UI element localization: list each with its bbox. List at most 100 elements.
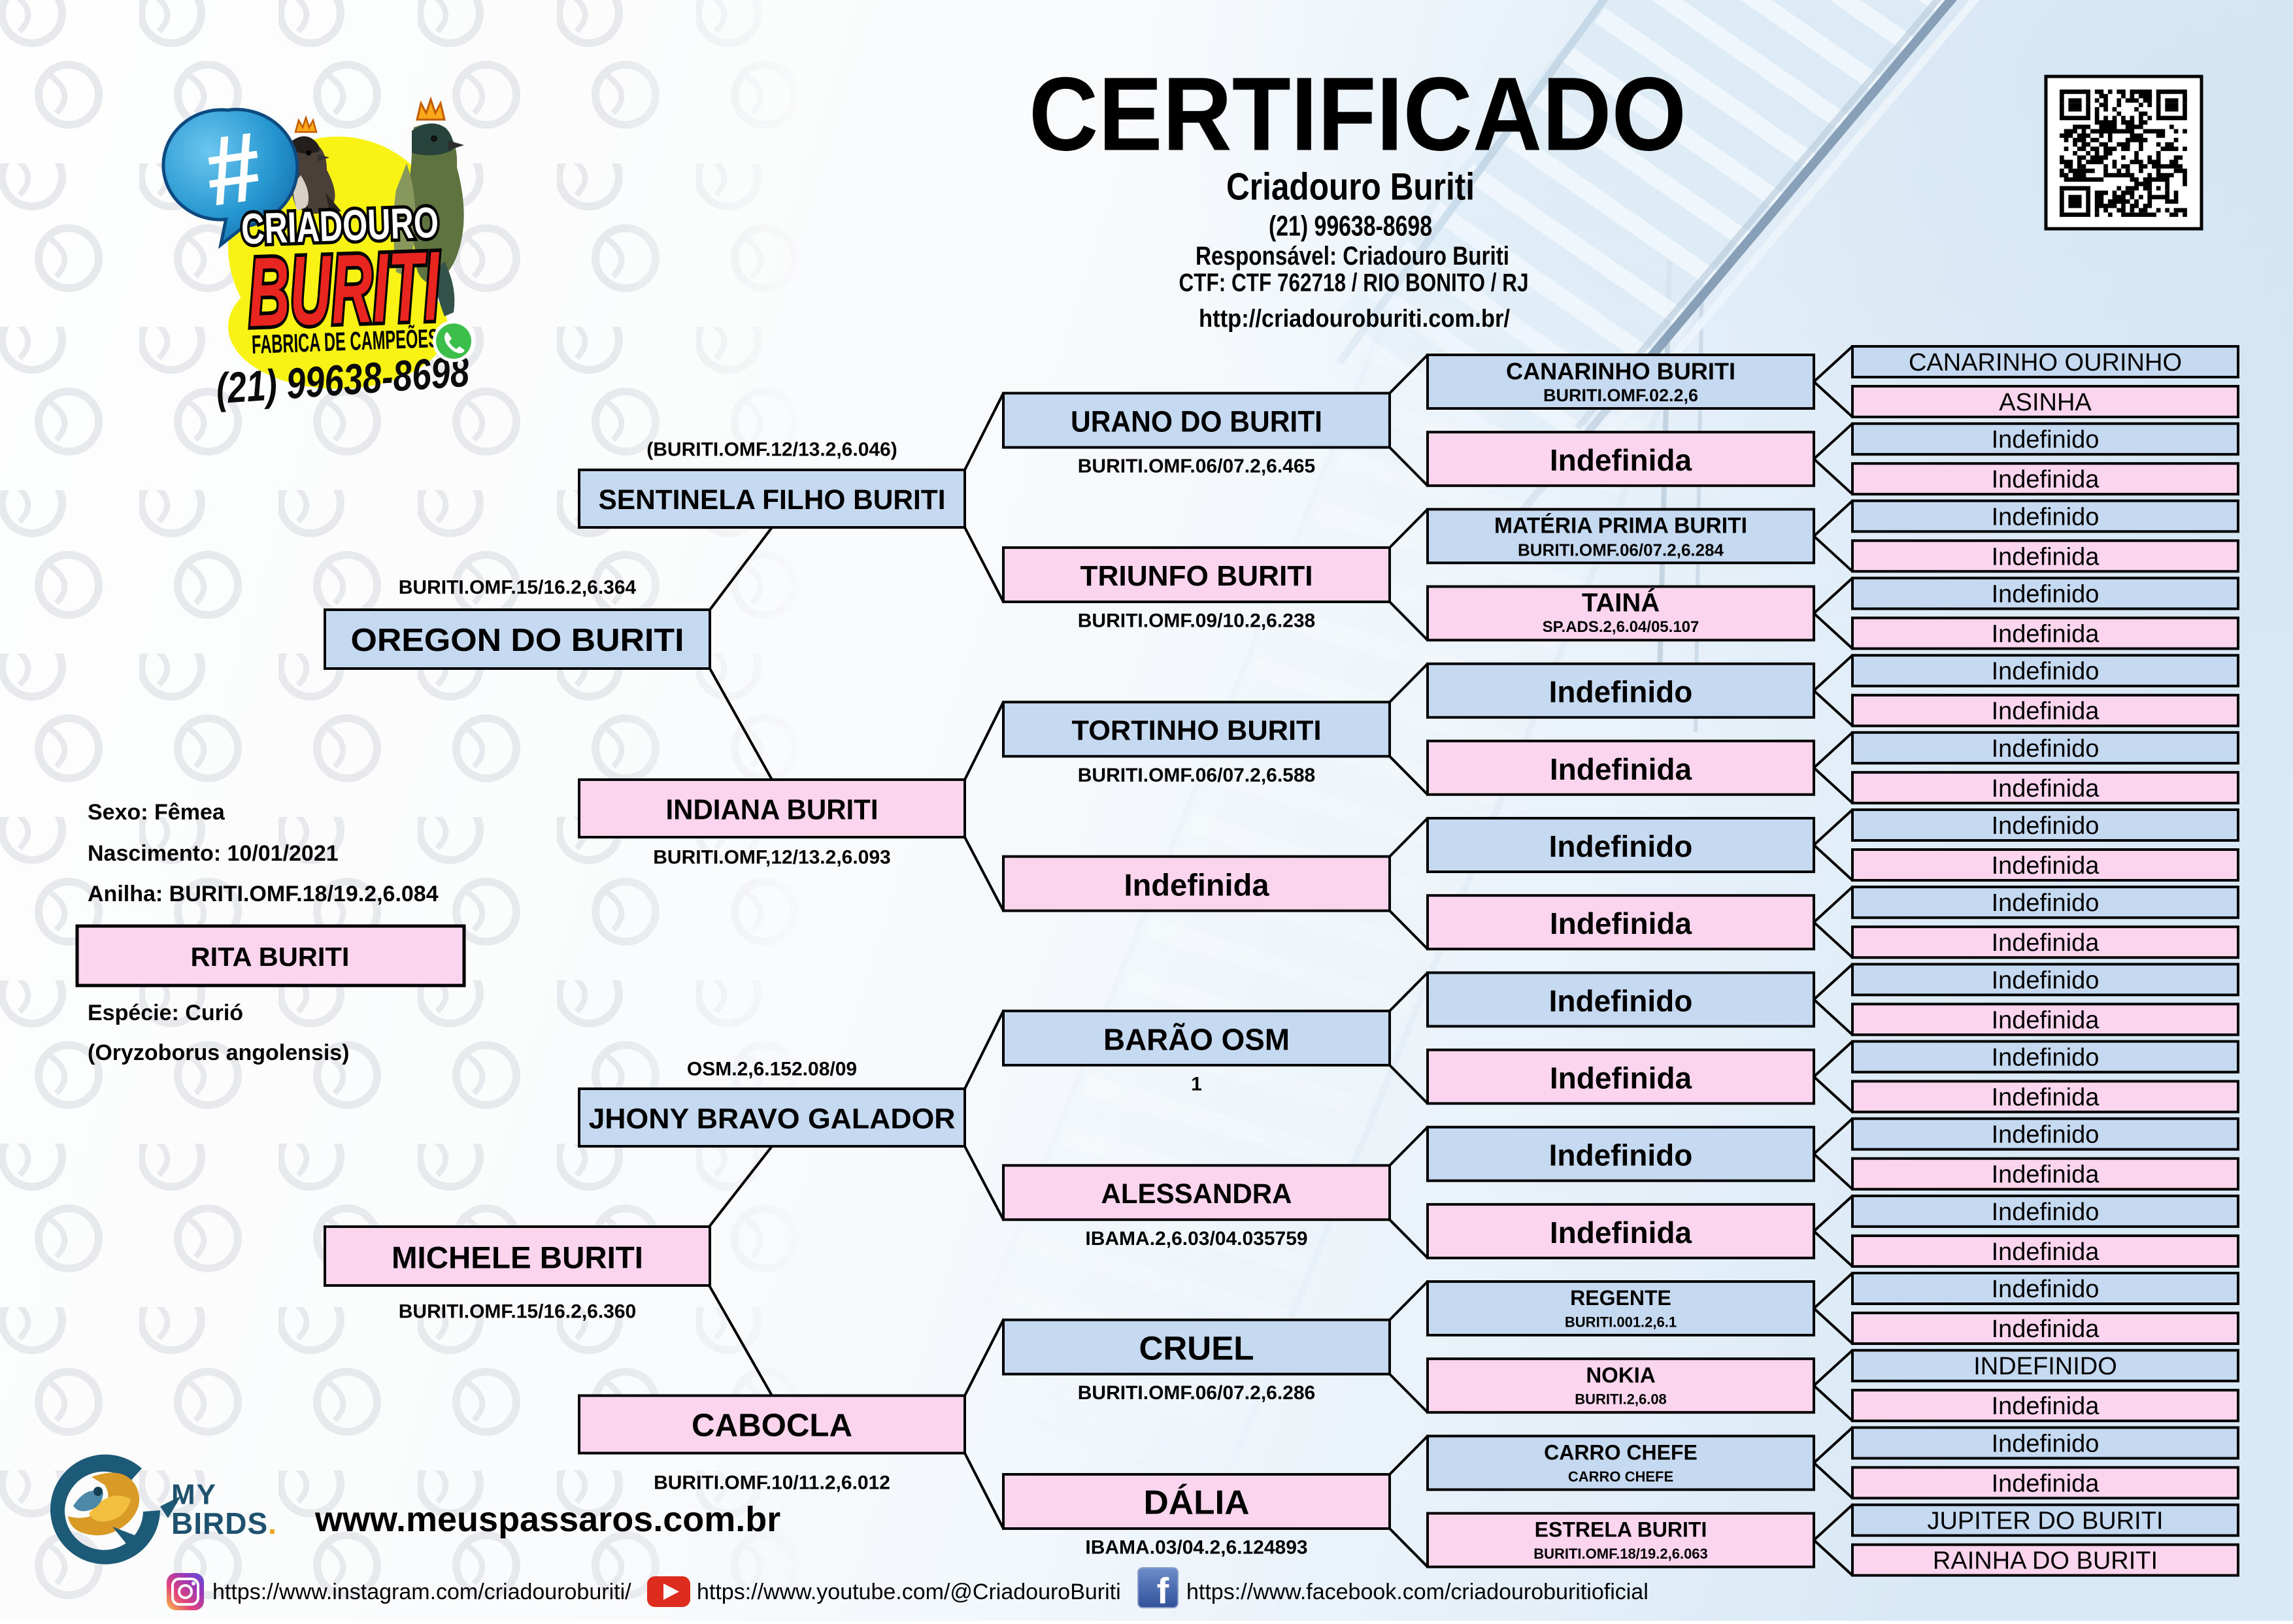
svg-text:JHONY BRAVO GALADOR: JHONY BRAVO GALADOR xyxy=(589,1103,956,1135)
svg-text:Sexo: Fêmea: Sexo: Fêmea xyxy=(88,800,226,825)
svg-text:TORTINHO BURITI: TORTINHO BURITI xyxy=(1072,715,1322,746)
svg-text:NOKIA: NOKIA xyxy=(1586,1363,1655,1387)
svg-text:BURITI.OMF,12/13.2,6.093: BURITI.OMF,12/13.2,6.093 xyxy=(653,847,891,869)
svg-text:https://www.youtube.com/@Criad: https://www.youtube.com/@CriadouroBuriti xyxy=(697,1580,1121,1604)
svg-text:Indefinido: Indefinido xyxy=(1549,829,1693,863)
svg-text:Criadouro Buriti: Criadouro Buriti xyxy=(1226,166,1475,208)
svg-text:BURITI.OMF.10/11.2,6.012: BURITI.OMF.10/11.2,6.012 xyxy=(654,1472,890,1494)
svg-text:Indefinido: Indefinido xyxy=(1549,675,1693,709)
svg-text:INDIANA BURITI: INDIANA BURITI xyxy=(666,794,879,826)
svg-text:BURITI.2,6.08: BURITI.2,6.08 xyxy=(1575,1391,1667,1408)
svg-text:Indefinida: Indefinida xyxy=(1992,929,2100,957)
svg-text:MY: MY xyxy=(171,1479,217,1511)
svg-text:IBAMA.2,6.03/04.035759: IBAMA.2,6.03/04.035759 xyxy=(1085,1228,1307,1250)
svg-text:Indefinido: Indefinido xyxy=(1992,735,2100,763)
svg-text:Indefinida: Indefinida xyxy=(1550,1061,1692,1095)
svg-text:BURITI.OMF.15/16.2,6.364: BURITI.OMF.15/16.2,6.364 xyxy=(399,577,637,599)
svg-text:IBAMA.03/04.2,6.124893: IBAMA.03/04.2,6.124893 xyxy=(1085,1537,1307,1559)
svg-text:OREGON DO BURITI: OREGON DO BURITI xyxy=(351,623,684,658)
svg-text:OSM.2,6.152.08/09: OSM.2,6.152.08/09 xyxy=(687,1059,857,1080)
svg-text:Indefinido: Indefinido xyxy=(1992,1199,2100,1226)
svg-text:BURITI.OMF.06/07.2,6.465: BURITI.OMF.06/07.2,6.465 xyxy=(1078,456,1316,477)
svg-text:Indefinida: Indefinida xyxy=(1992,621,2100,648)
svg-text:SP.ADS.2,6.04/05.107: SP.ADS.2,6.04/05.107 xyxy=(1543,618,1699,636)
svg-text:BURITI: BURITI xyxy=(246,231,443,347)
svg-text:Indefinido: Indefinido xyxy=(1992,812,2100,840)
svg-text:CTF: CTF 762718 / RIO BONITO /: CTF: CTF 762718 / RIO BONITO / RJ xyxy=(1179,269,1529,297)
svg-text:Indefinido: Indefinido xyxy=(1549,984,1693,1018)
svg-text:BURITI.OMF.06/07.2,6.284: BURITI.OMF.06/07.2,6.284 xyxy=(1518,540,1724,559)
svg-text:Indefinida: Indefinida xyxy=(1992,1161,2100,1189)
svg-text:Indefinida: Indefinida xyxy=(1992,698,2100,725)
svg-text:1: 1 xyxy=(1191,1073,1202,1095)
svg-text:Indefinida: Indefinida xyxy=(1124,868,1270,903)
svg-text:Indefinida: Indefinida xyxy=(1550,443,1692,477)
svg-text:SENTINELA FILHO BURITI: SENTINELA FILHO BURITI xyxy=(599,484,946,516)
svg-text:Indefinida: Indefinida xyxy=(1992,852,2100,880)
svg-text:Indefinido: Indefinido xyxy=(1992,503,2100,531)
svg-text:BURITI.OMF.06/07.2,6.588: BURITI.OMF.06/07.2,6.588 xyxy=(1078,765,1316,786)
svg-text:CARRO CHEFE: CARRO CHEFE xyxy=(1544,1440,1698,1464)
svg-text:(21) 99638-8698: (21) 99638-8698 xyxy=(1269,210,1432,242)
svg-text:Indefinida: Indefinida xyxy=(1550,752,1692,786)
svg-text:FABRICA DE CAMPEÕES: FABRICA DE CAMPEÕES xyxy=(251,323,439,359)
svg-text:BURITI.OMF.09/10.2,6.238: BURITI.OMF.09/10.2,6.238 xyxy=(1078,610,1316,631)
svg-text:Indefinido: Indefinido xyxy=(1992,1276,2100,1303)
svg-text:MATÉRIA PRIMA BURITI: MATÉRIA PRIMA BURITI xyxy=(1494,513,1747,538)
svg-text:(BURITI.OMF.12/13.2,6.046): (BURITI.OMF.12/13.2,6.046) xyxy=(646,439,897,461)
svg-text:Anilha: BURITI.OMF.18/19.2,6.0: Anilha: BURITI.OMF.18/19.2,6.084 xyxy=(88,882,439,906)
svg-text:CERTIFICADO: CERTIFICADO xyxy=(1029,56,1686,173)
svg-text:CANARINHO BURITI: CANARINHO BURITI xyxy=(1506,358,1735,385)
svg-text:BARÃO OSM: BARÃO OSM xyxy=(1103,1022,1290,1056)
svg-text:Indefinida: Indefinida xyxy=(1992,466,2100,493)
svg-text:TAINÁ: TAINÁ xyxy=(1582,588,1660,618)
svg-text:Indefinida: Indefinida xyxy=(1550,1216,1692,1250)
svg-text:BURITI.001.2,6.1: BURITI.001.2,6.1 xyxy=(1565,1314,1677,1331)
svg-text:BURITI.OMF.02.2,6: BURITI.OMF.02.2,6 xyxy=(1543,386,1698,405)
svg-text:Indefinida: Indefinida xyxy=(1992,775,2100,803)
svg-text:Indefinido: Indefinido xyxy=(1992,658,2100,686)
svg-text:Indefinido: Indefinido xyxy=(1992,1430,2100,1457)
svg-text:CARRO CHEFE: CARRO CHEFE xyxy=(1568,1468,1673,1485)
svg-text:Indefinida: Indefinida xyxy=(1992,1006,2100,1034)
svg-text:Indefinida: Indefinida xyxy=(1992,1393,2100,1420)
svg-text:Nascimento: 10/01/2021: Nascimento: 10/01/2021 xyxy=(88,841,339,866)
svg-text:ESTRELA BURITI: ESTRELA BURITI xyxy=(1535,1518,1707,1542)
svg-text:Indefinido: Indefinido xyxy=(1992,1044,2100,1072)
svg-text:ALESSANDRA: ALESSANDRA xyxy=(1101,1178,1292,1210)
svg-text:http://criadouroburiti.com.br/: http://criadouroburiti.com.br/ xyxy=(1199,305,1510,333)
svg-text:BIRDS.: BIRDS. xyxy=(171,1506,277,1540)
svg-text:URANO DO BURITI: URANO DO BURITI xyxy=(1071,405,1322,439)
svg-text:CANARINHO OURINHO: CANARINHO OURINHO xyxy=(1909,349,2182,376)
svg-text:BURITI.OMF.15/16.2,6.360: BURITI.OMF.15/16.2,6.360 xyxy=(399,1301,637,1323)
svg-text:Indefinida: Indefinida xyxy=(1992,1316,2100,1343)
svg-text:Indefinida: Indefinida xyxy=(1992,1470,2100,1497)
svg-text:Indefinida: Indefinida xyxy=(1550,906,1692,940)
svg-text:RITA BURITI: RITA BURITI xyxy=(191,942,350,972)
svg-text:RAINHA DO BURITI: RAINHA DO BURITI xyxy=(1933,1548,2158,1575)
svg-text:BURITI.OMF.18/19.2,6.063: BURITI.OMF.18/19.2,6.063 xyxy=(1533,1546,1708,1562)
svg-text:DÁLIA: DÁLIA xyxy=(1144,1484,1250,1522)
svg-text:Indefinido: Indefinido xyxy=(1549,1138,1693,1172)
svg-text:Espécie: Curió: Espécie: Curió xyxy=(88,1001,243,1025)
svg-text:INDEFINIDO: INDEFINIDO xyxy=(1973,1353,2117,1380)
svg-text:ASINHA: ASINHA xyxy=(1999,389,2092,416)
svg-text:(Oryzoborus angolensis): (Oryzoborus angolensis) xyxy=(88,1040,350,1065)
svg-text:TRIUNFO BURITI: TRIUNFO BURITI xyxy=(1080,560,1313,592)
svg-text:https://www.instagram.com/cria: https://www.instagram.com/criadouroburit… xyxy=(212,1580,631,1604)
svg-text:Indefinido: Indefinido xyxy=(1992,581,2100,608)
svg-text:Indefinido: Indefinido xyxy=(1992,967,2100,994)
svg-text:JUPITER DO BURITI: JUPITER DO BURITI xyxy=(1927,1508,2163,1535)
svg-text:https://www.facebook.com/criad: https://www.facebook.com/criadouroburiti… xyxy=(1186,1580,1649,1604)
svg-text:CRIADOURO: CRIADOURO xyxy=(241,198,439,253)
svg-text:Indefinida: Indefinida xyxy=(1992,543,2100,571)
svg-text:Indefinida: Indefinida xyxy=(1992,1084,2100,1112)
svg-text:www.meuspassaros.com.br: www.meuspassaros.com.br xyxy=(314,1500,780,1539)
svg-text:CRUEL: CRUEL xyxy=(1139,1330,1254,1367)
svg-text:Indefinido: Indefinido xyxy=(1992,426,2100,454)
svg-text:Indefinido: Indefinido xyxy=(1992,889,2100,917)
svg-text:CABOCLA: CABOCLA xyxy=(692,1408,852,1444)
svg-text:Indefinido: Indefinido xyxy=(1992,1121,2100,1149)
svg-text:BURITI.OMF.06/07.2,6.286: BURITI.OMF.06/07.2,6.286 xyxy=(1078,1382,1316,1404)
svg-text:REGENTE: REGENTE xyxy=(1570,1286,1671,1310)
